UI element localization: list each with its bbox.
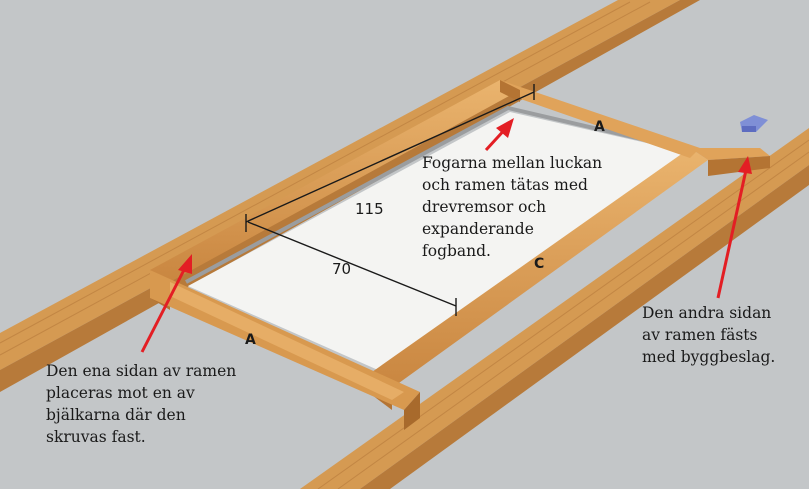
callout-left-line: Den ena sidan av ramen <box>46 362 236 380</box>
callout-left-line: bjälkarna där den <box>46 406 186 424</box>
dimension-lines <box>245 84 535 316</box>
callout-left-line: placeras mot en av <box>46 384 195 402</box>
callout-left-line: skruvas fast. <box>46 428 146 446</box>
callout-seal-line: fogband. <box>422 242 491 260</box>
callout-left-side: Den ena sidan av ramen placeras mot en a… <box>46 362 236 446</box>
hatch-panel <box>188 112 686 370</box>
callout-right-line: med byggbeslag. <box>642 348 775 366</box>
callout-seal-line: expanderande <box>422 220 534 238</box>
callout-arrows <box>140 118 752 353</box>
callout-seal: Fogarna mellan luckan och ramen tätas me… <box>422 154 602 260</box>
callout-right-side: Den andra sidan av ramen fästs med byggb… <box>642 304 775 366</box>
callout-seal-line: drevremsor och <box>422 198 546 216</box>
width-dimension: 70 <box>332 260 351 278</box>
callout-right-line: Den andra sidan <box>642 304 771 322</box>
joist-front <box>300 128 809 489</box>
callout-right-line: av ramen fästs <box>642 326 758 344</box>
side-label-a-bottom: A <box>245 332 256 348</box>
callout-seal-line: och ramen tätas med <box>422 176 588 194</box>
length-dimension: 115 <box>355 200 384 218</box>
callout-seal-line: Fogarna mellan luckan <box>422 154 602 172</box>
frame <box>150 80 770 430</box>
side-label-c: C <box>534 256 544 272</box>
side-label-a-top: A <box>594 119 605 135</box>
